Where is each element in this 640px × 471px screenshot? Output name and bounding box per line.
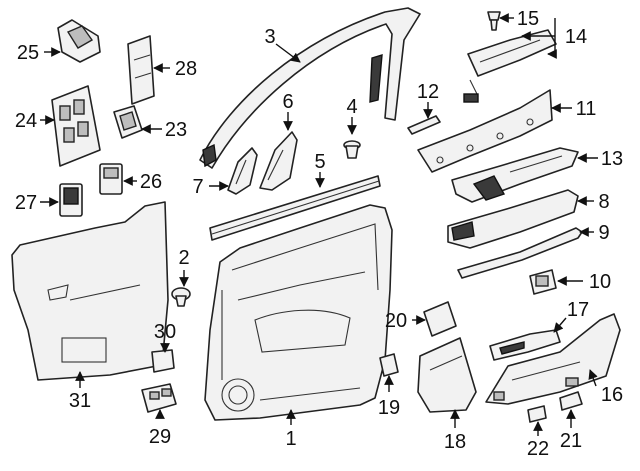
- callout-26: 26: [140, 171, 162, 193]
- callout-19: 19: [378, 397, 400, 419]
- part-17-pull-handle: [489, 329, 561, 361]
- part-12-bezel: [407, 115, 441, 135]
- callout-9: 9: [598, 222, 609, 244]
- part-27-switch: [59, 183, 83, 217]
- callout-11: 11: [576, 98, 597, 120]
- callout-2: 2: [178, 247, 189, 269]
- part-4-clip: [343, 140, 361, 159]
- callout-27: 27: [15, 192, 37, 214]
- part-1-door-panel: [204, 204, 393, 421]
- callout-1: 1: [285, 428, 296, 450]
- callout-10: 10: [589, 271, 611, 293]
- callout-31: 31: [69, 390, 91, 412]
- callout-16: 16: [601, 384, 623, 406]
- callout-18: 18: [444, 431, 466, 453]
- callout-23: 23: [165, 119, 187, 141]
- part-19-clip: [379, 353, 399, 377]
- callout-7: 7: [192, 176, 203, 198]
- callout-4: 4: [346, 96, 357, 118]
- part-29-switch-block: [141, 383, 177, 413]
- part-18-speaker-cover: [417, 337, 477, 413]
- callout-6: 6: [282, 91, 293, 113]
- callout-8: 8: [598, 191, 609, 213]
- leader-lines: [40, 13, 598, 436]
- part-21-cap: [559, 391, 583, 411]
- callout-12: 12: [417, 81, 439, 103]
- part-14-handle-housing: [463, 29, 557, 103]
- callout-30: 30: [154, 321, 176, 343]
- callout-28: 28: [175, 58, 197, 80]
- part-25-seat-switch: [57, 19, 101, 63]
- part-11-armrest-base: [417, 89, 553, 173]
- part-30-cap: [151, 349, 175, 373]
- part-7-mirror-cover: [227, 147, 258, 195]
- part-13-upper-armrest: [451, 147, 579, 203]
- part-20-pocket-insert: [423, 301, 457, 337]
- part-16-lower-trim: [485, 313, 621, 405]
- part-10-switch: [529, 269, 557, 295]
- part-3-window-trim: [199, 7, 421, 169]
- callout-20: 20: [385, 310, 407, 332]
- callout-22: 22: [527, 438, 549, 460]
- callout-14: 14: [565, 26, 587, 48]
- part-2-push-pin: [171, 287, 191, 307]
- callout-29: 29: [149, 426, 171, 448]
- callout-3: 3: [264, 26, 275, 48]
- part-22-cap: [527, 405, 547, 423]
- part-24-window-switch-panel: [51, 85, 101, 167]
- part-5-belt-molding: [209, 175, 381, 241]
- callout-labels: 1 2 3 4 5 6 7 8 9 10 11 12 13 14 15 16 1…: [15, 8, 623, 460]
- callout-21: 21: [560, 430, 582, 452]
- part-31-insulation-sheet: [11, 201, 169, 381]
- callout-5: 5: [314, 151, 325, 173]
- part-26-switch: [99, 163, 123, 195]
- part-15-bolt: [487, 11, 501, 31]
- part-8-armrest-pad: [447, 189, 579, 249]
- part-6-corner-trim: [259, 131, 298, 191]
- callout-13: 13: [601, 148, 623, 170]
- part-23-switch: [113, 105, 143, 139]
- callout-24: 24: [15, 110, 37, 132]
- part-28-switch-bracket: [127, 35, 155, 105]
- callout-17: 17: [567, 299, 589, 321]
- callout-15: 15: [517, 8, 539, 30]
- callout-25: 25: [17, 42, 39, 64]
